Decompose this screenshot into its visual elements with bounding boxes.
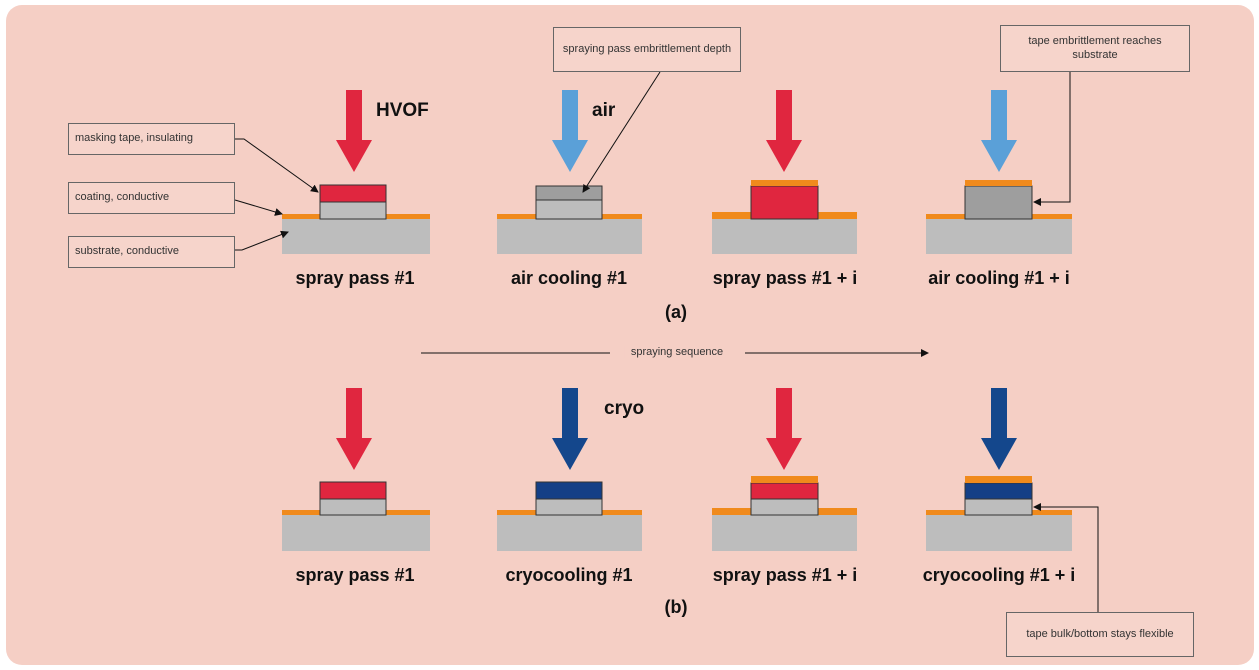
- substrate-block: [497, 218, 642, 254]
- leader-embrittlement-depth: [582, 71, 661, 193]
- row-a-step-2: [497, 90, 642, 254]
- substrate-block: [712, 514, 857, 551]
- coating-top-layer: [751, 180, 818, 186]
- hvof-arrow-icon: [766, 90, 802, 172]
- row-a-caption-2: air cooling #1: [510, 268, 628, 288]
- row-b-caption-1: spray pass #1: [295, 565, 415, 585]
- hvof-arrow-icon: [766, 388, 802, 470]
- substrate-block: [926, 218, 1072, 254]
- row-b-step-2: [497, 388, 642, 551]
- masked-region-base: [964, 497, 1033, 516]
- hvof-arrow-icon: [336, 388, 372, 470]
- substrate-block: [282, 514, 430, 551]
- row-a-caption-4: air cooling #1 + i: [928, 268, 1070, 288]
- masking-tape-hot: [750, 185, 819, 220]
- cryo-arrow-icon: [552, 388, 588, 470]
- leader-masking-tape: [235, 138, 319, 193]
- row-a-step-4: [926, 90, 1072, 254]
- substrate-block: [497, 514, 642, 551]
- row-b-caption-2: cryocooling #1: [505, 565, 633, 585]
- row-b-step-4: [926, 388, 1072, 551]
- callout-reaches-substrate: tape embrittlement reaches substrate: [1000, 25, 1190, 72]
- row-b-step-3: [712, 388, 857, 551]
- callout-substrate: substrate, conductive: [68, 236, 235, 268]
- masking-tape-hot: [319, 481, 387, 500]
- coating-top-layer: [965, 180, 1032, 186]
- embrittled-tape-layer: [535, 185, 603, 201]
- leader-coating: [234, 199, 283, 216]
- cryo-arrow-icon: [981, 388, 1017, 470]
- substrate-block: [926, 514, 1072, 551]
- masked-region-base: [319, 200, 387, 220]
- row-b-caption-3: spray pass #1 + i: [712, 565, 858, 585]
- masked-region-base: [535, 497, 603, 516]
- row-a-label: (a): [665, 302, 687, 322]
- sequence-label: spraying sequence: [624, 346, 730, 358]
- leader-substrate: [235, 230, 289, 251]
- masked-region-base: [750, 497, 819, 516]
- diagram-panel: [6, 5, 1254, 665]
- coating-top-layer: [751, 476, 818, 483]
- row-b-label: (b): [664, 597, 688, 617]
- masking-tape-hot: [319, 184, 387, 203]
- leader-lines: [234, 71, 1099, 612]
- coating-top-layer: [965, 476, 1032, 483]
- air-arrow-icon: [981, 90, 1017, 172]
- substrate-block: [282, 218, 430, 254]
- masking-tape-cryo: [964, 482, 1033, 500]
- air-label: air: [592, 100, 616, 121]
- callout-masking-tape: masking tape, insulating: [68, 123, 235, 155]
- embrittled-tape-full: [964, 185, 1033, 220]
- substrate-block: [712, 218, 857, 254]
- row-a-caption-3: spray pass #1 + i: [712, 268, 858, 288]
- row-a-caption-1: spray pass #1: [295, 268, 415, 288]
- leader-reaches-substrate: [1033, 72, 1071, 206]
- masked-region-base: [319, 497, 387, 516]
- cryo-label: cryo: [604, 398, 645, 419]
- callout-stays-flexible: tape bulk/bottom stays flexible: [1006, 612, 1194, 657]
- row-a-step-1: [282, 90, 430, 254]
- row-a-step-3: [712, 90, 857, 254]
- callout-embrittlement-depth: spraying pass embrittlement depth: [553, 27, 741, 72]
- hvof-arrow-icon: [336, 90, 372, 172]
- masking-tape-cryo: [535, 481, 603, 500]
- masking-tape-hot: [750, 482, 819, 500]
- hvof-label: HVOF: [376, 100, 429, 121]
- callout-coating: coating, conductive: [68, 182, 235, 214]
- air-arrow-icon: [552, 90, 588, 172]
- row-b-step-1: [282, 388, 430, 551]
- row-b-caption-4: cryocooling #1 + i: [922, 565, 1076, 585]
- leader-stays-flexible: [1033, 503, 1099, 612]
